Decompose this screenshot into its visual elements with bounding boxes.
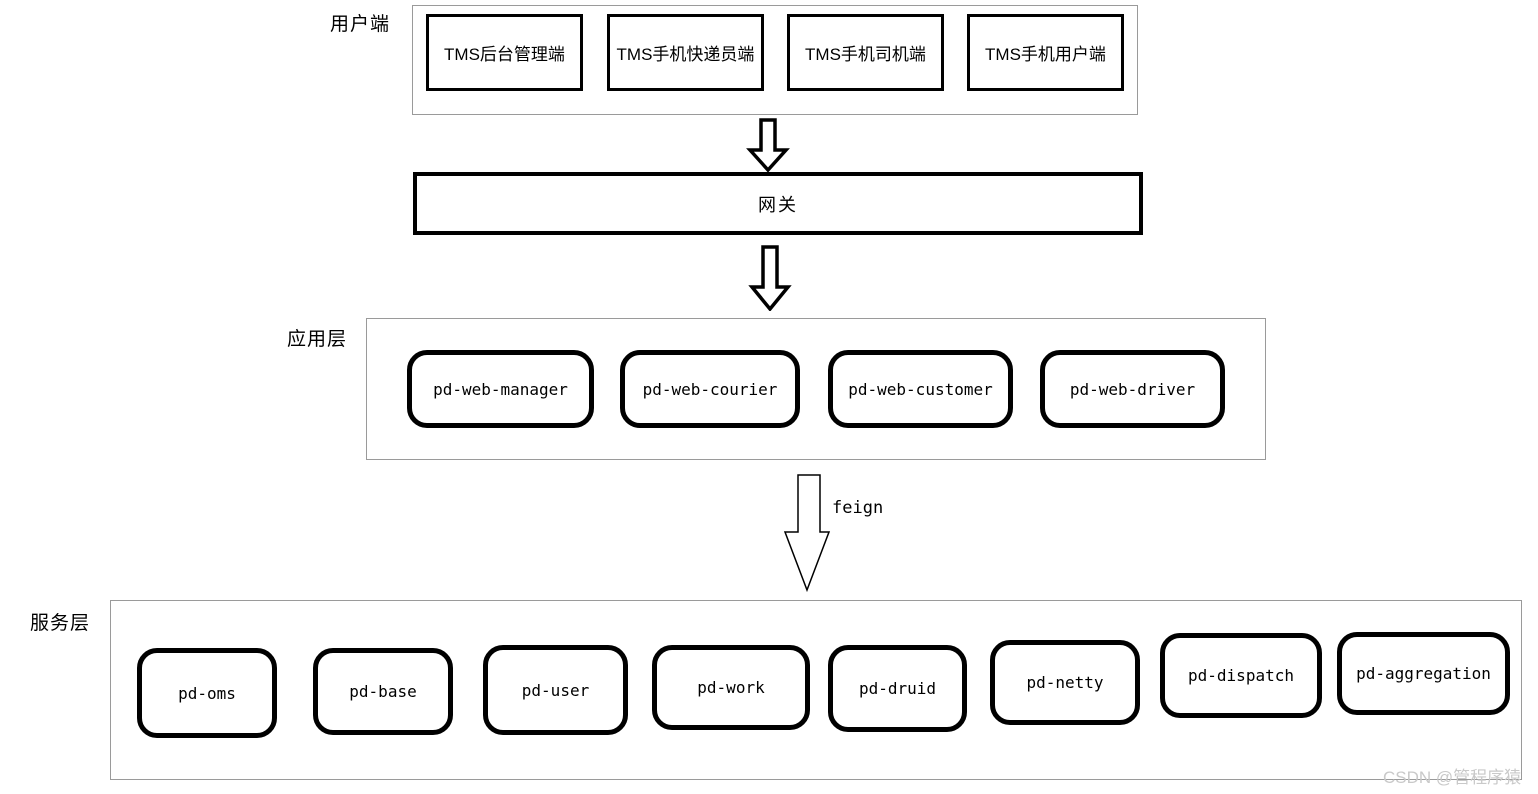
app-layer-label: 应用层 <box>287 329 348 350</box>
service-box-pd-aggregation: pd-aggregation <box>1337 632 1510 715</box>
app-box-pd-web-courier: pd-web-courier <box>620 350 800 428</box>
client-box-tms-courier: TMS手机快递员端 <box>607 14 764 91</box>
service-box-pd-base: pd-base <box>313 648 453 735</box>
service-box-pd-druid: pd-druid <box>828 645 967 732</box>
down-arrow-gateway-to-app-icon <box>748 245 792 311</box>
service-box-pd-work: pd-work <box>652 645 810 730</box>
csdn-watermark: CSDN @管程序猿 <box>1383 768 1522 787</box>
service-box-pd-user: pd-user <box>483 645 628 735</box>
client-layer-label: 用户端 <box>330 14 391 35</box>
service-box-pd-netty: pd-netty <box>990 640 1140 725</box>
app-box-pd-web-customer: pd-web-customer <box>828 350 1013 428</box>
gateway-box: 网关 <box>413 172 1143 235</box>
app-box-pd-web-manager: pd-web-manager <box>407 350 594 428</box>
service-layer-label: 服务层 <box>30 613 91 634</box>
feign-arrow-label: feign <box>832 498 884 518</box>
client-box-tms-admin: TMS后台管理端 <box>426 14 583 91</box>
client-box-tms-user: TMS手机用户端 <box>967 14 1124 91</box>
app-box-pd-web-driver: pd-web-driver <box>1040 350 1225 428</box>
down-arrow-client-to-gateway-icon <box>746 118 790 172</box>
client-box-tms-driver: TMS手机司机端 <box>787 14 944 91</box>
service-box-pd-dispatch: pd-dispatch <box>1160 633 1322 718</box>
down-arrow-feign-icon <box>783 474 831 592</box>
service-box-pd-oms: pd-oms <box>137 648 277 738</box>
